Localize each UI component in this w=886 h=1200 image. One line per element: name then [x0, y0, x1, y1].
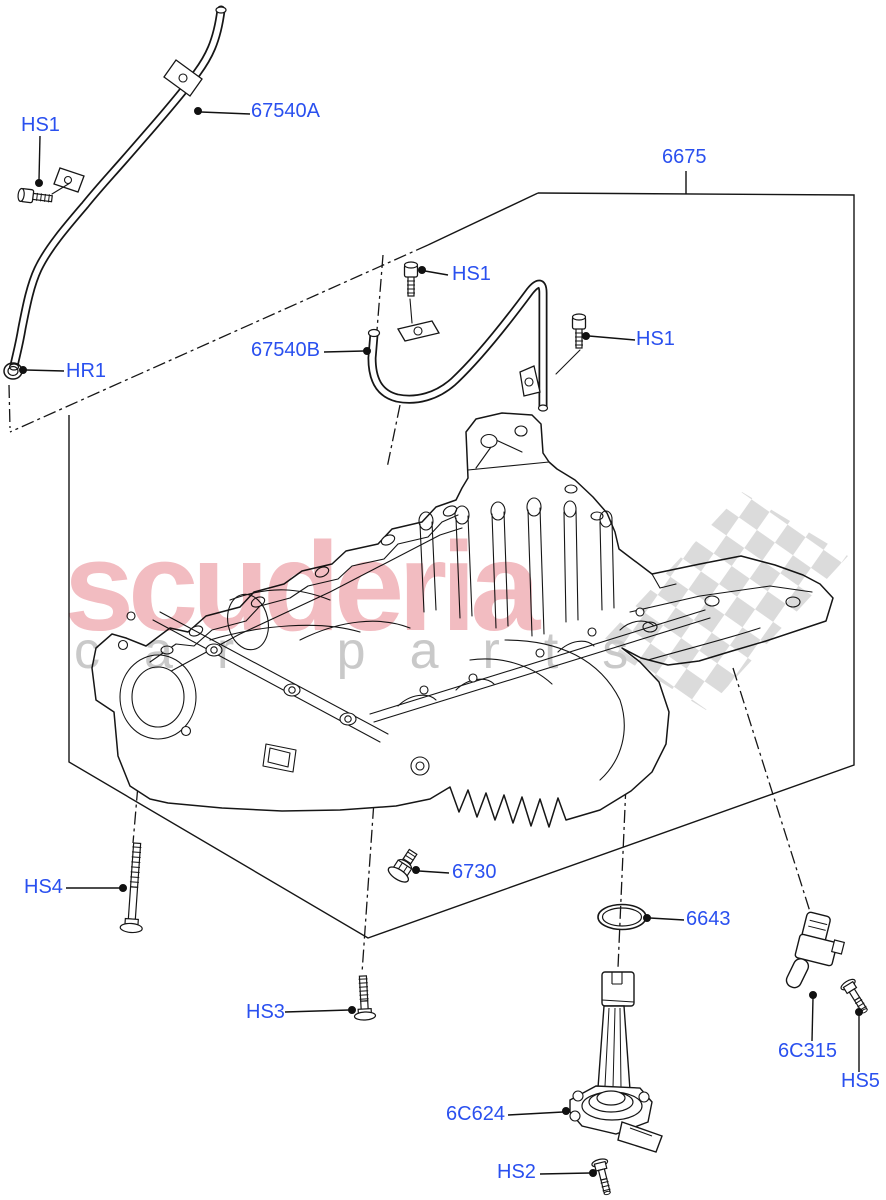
seal-6643 [597, 903, 647, 931]
watermark: scuderia car parts [64, 492, 848, 710]
checkered-flag-watermark [600, 492, 848, 710]
part-label-67540b[interactable]: 67540B [251, 339, 320, 361]
bolt-hs1-right [571, 313, 587, 349]
part-label-hr1[interactable]: HR1 [66, 360, 107, 382]
part-label-hs2[interactable]: HS2 [497, 1161, 536, 1183]
dipstick-tube-67540a [8, 5, 227, 371]
part-label-67540a[interactable]: 67540A [251, 100, 320, 122]
sensor-6c315 [785, 911, 846, 989]
part-label-hs4[interactable]: HS4 [24, 876, 63, 898]
part-label-hs1-right[interactable]: HS1 [636, 328, 675, 350]
part-label-hs5[interactable]: HS5 [841, 1070, 880, 1092]
bolt-hs4 [119, 842, 143, 934]
bolt-hs3 [351, 974, 377, 1022]
assembly-boundary-6675 [9, 192, 855, 939]
bolt-hs1-mid [403, 261, 419, 297]
part-label-6c624[interactable]: 6C624 [446, 1103, 505, 1125]
part-label-hs1-top[interactable]: HS1 [21, 114, 60, 136]
leader-lines [19, 106, 864, 1177]
bolt-hs1-top [16, 187, 54, 206]
bolt-hs2 [590, 1156, 616, 1197]
watermark-brand: scuderia [64, 516, 541, 657]
part-label-hs3[interactable]: HS3 [246, 1001, 285, 1023]
watermark-tagline: car parts [74, 622, 672, 680]
part-label-6675[interactable]: 6675 [662, 146, 707, 168]
part-label-6730[interactable]: 6730 [452, 861, 497, 883]
drain-plug-6730 [387, 848, 418, 883]
part-label-hs1-mid[interactable]: HS1 [452, 263, 491, 285]
oil-indicator-tube-67540b [367, 279, 581, 412]
part-label-6643[interactable]: 6643 [686, 908, 731, 930]
oil-level-sensor-6c624 [569, 971, 663, 1153]
part-label-6c315[interactable]: 6C315 [778, 1040, 837, 1062]
